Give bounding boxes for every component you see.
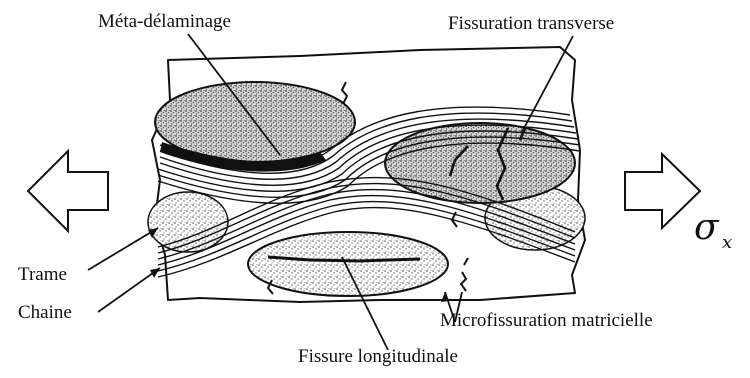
label-chaine: Chaine — [18, 302, 72, 324]
label-trame: Trame — [18, 264, 67, 286]
sigma-symbol: σ — [694, 210, 719, 246]
label-microfissuration-matricielle: Microfissuration matricielle — [440, 310, 653, 332]
bottom-bundle — [248, 232, 448, 296]
label-fissuration-transverse: Fissuration transverse — [448, 13, 614, 35]
sigma-subscript: x — [722, 232, 732, 253]
label-fissure-longitudinale: Fissure longitudinale — [298, 346, 458, 368]
label-meta-delaminage: Méta-délaminage — [98, 11, 231, 33]
right-tension-arrow — [625, 154, 700, 228]
left-tension-arrow — [28, 151, 108, 231]
